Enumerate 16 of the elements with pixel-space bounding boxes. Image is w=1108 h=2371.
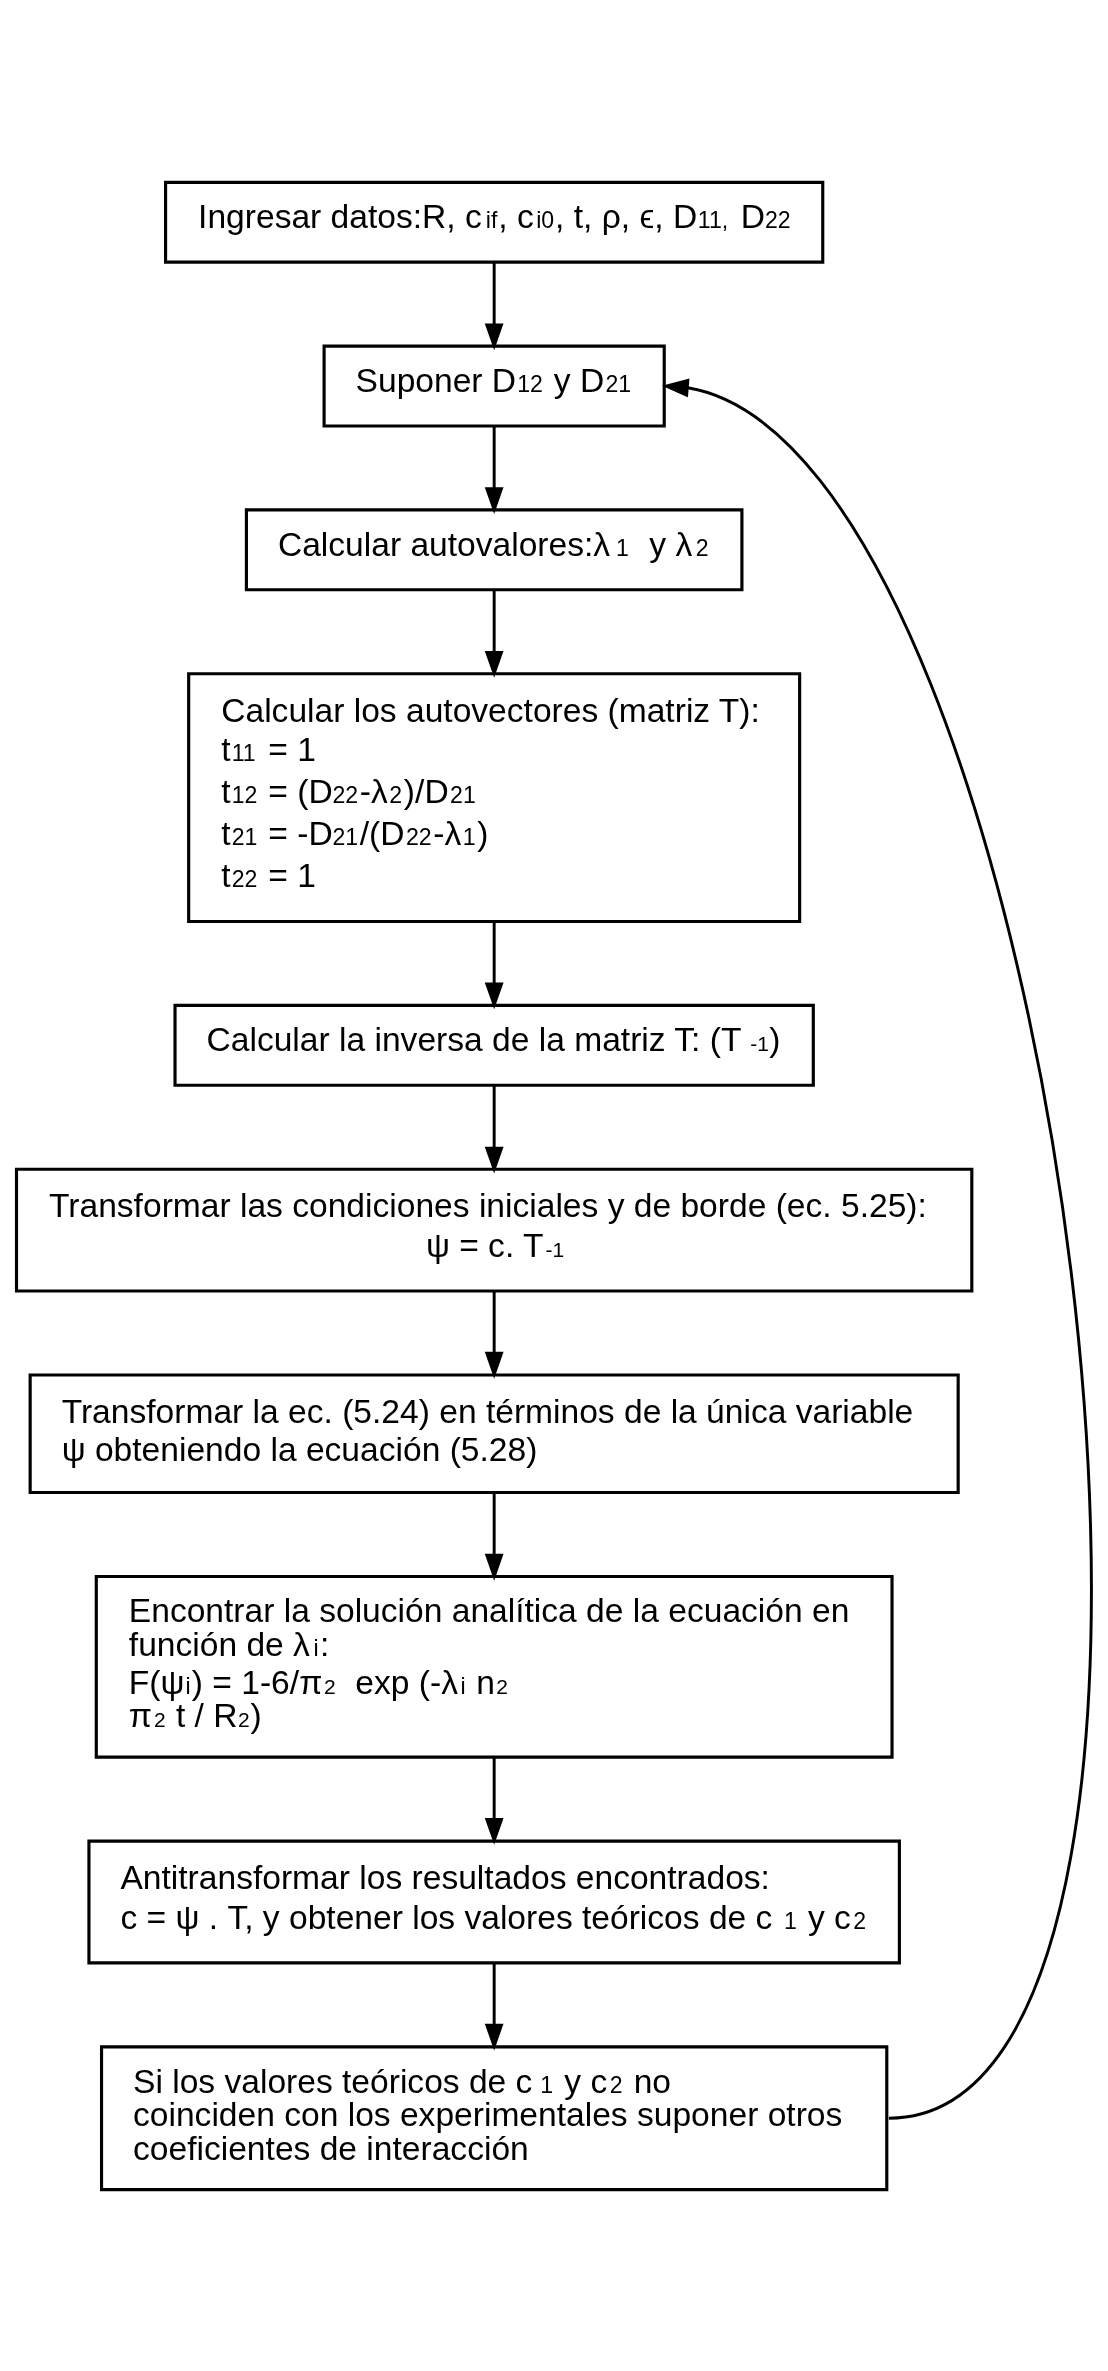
node-box: Suponer D12 y D21	[322, 344, 666, 428]
arrow	[484, 1085, 504, 1174]
arrow	[484, 1962, 504, 2051]
arrow	[484, 261, 504, 350]
node-box: Calcular la inversa de la matriz T: (T-1)	[173, 1003, 815, 1087]
arrow	[484, 1492, 504, 1581]
arrow	[484, 1291, 504, 1379]
arrow	[484, 1757, 504, 1845]
node-box: Encontrar la solución analítica de la ecuación en función de λi: F(ψi) = 1-6/π2 exp (-λi n2 π2 t / R2)	[94, 1574, 894, 1759]
arrow	[484, 425, 504, 514]
arrow	[661, 378, 1091, 2120]
node-box: Calcular los autovectores (matriz T): t11 = 1 t12 = (D22-λ2)/D21 t21 = -D21/(D22-λ1) t22 = 1	[187, 671, 802, 923]
arrow	[484, 921, 504, 1009]
node-box: Transformar las condiciones iniciales y de borde (ec. 5.25): ψ = c. T-1	[14, 1167, 974, 1293]
arrow	[484, 589, 504, 678]
node-box: Transformar la ec. (5.24) en términos de la única variable ψ obteniendo la ecuación (5.28)	[28, 1372, 960, 1494]
